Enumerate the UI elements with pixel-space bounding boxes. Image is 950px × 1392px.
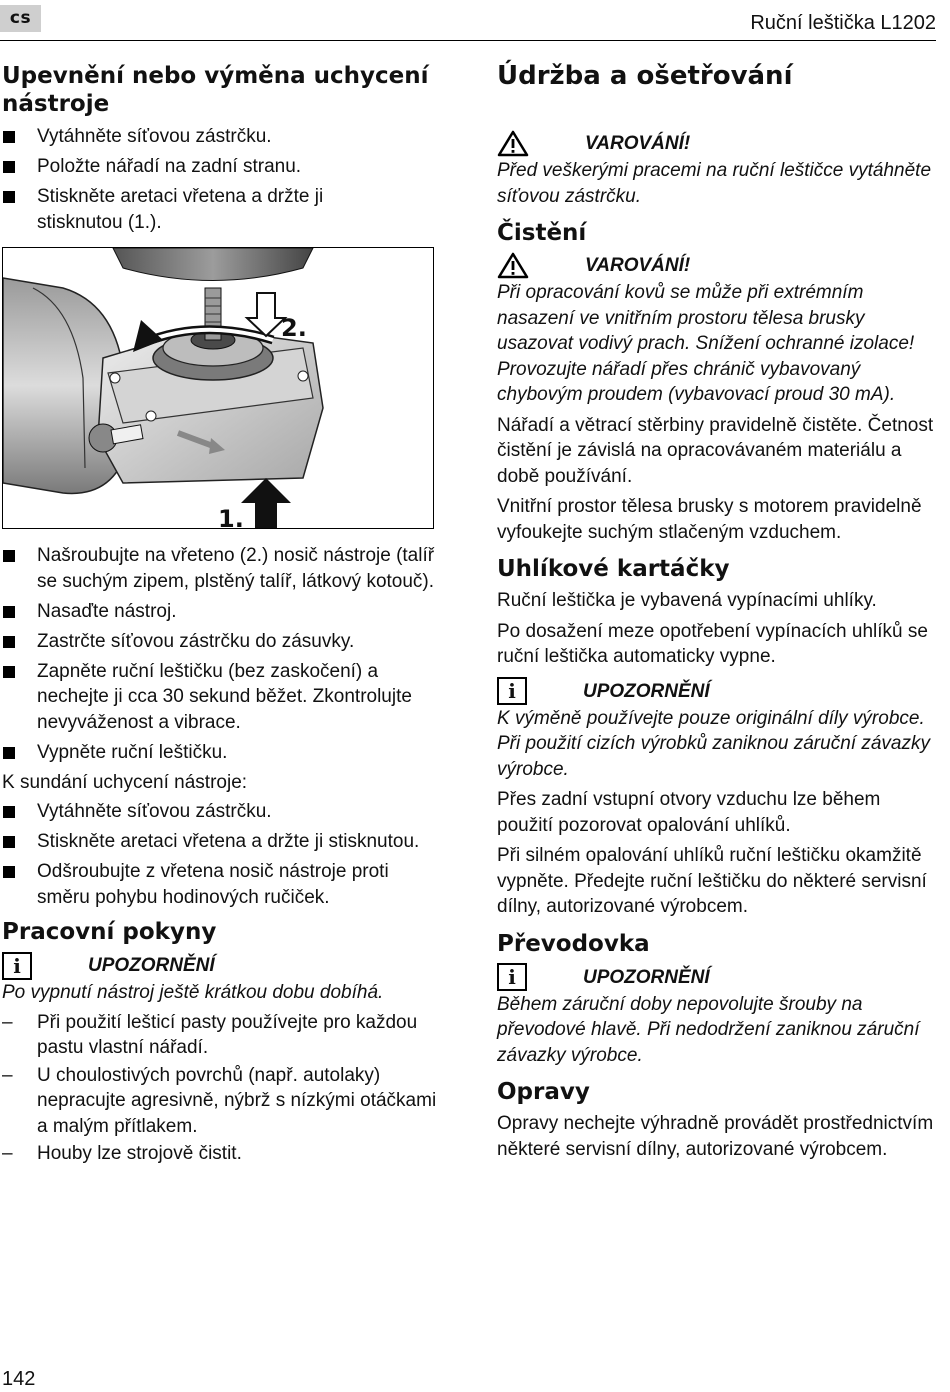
list-item: Nasaďte nástroj. [2,599,442,625]
notice-label: UPOZORNĚNÍ [88,955,215,976]
document-title: Ruční leštička L1202 [750,12,936,34]
warning-header: VAROVÁNÍ! [497,252,935,279]
paragraph: Opravy nechejte výhradně provádět prostř… [497,1113,934,1160]
list-item: Vytáhněte síťovou zástrčku. [2,124,442,150]
section-title-gearbox: Převodovka [497,930,650,957]
figure-label-step2: 2. [281,314,307,342]
language-badge: cs [0,5,41,32]
paragraph: Při silném opalování uhlíků ruční leštič… [497,845,927,917]
removal-steps-list: Vytáhněte síťovou zástrčku. Stiskněte ar… [2,799,442,910]
left-column: Upevnění nebo výměna uchycení nástroje V… [2,60,442,1169]
steps-before-list: Vytáhněte síťovou zástrčku. Položte nářa… [2,124,442,235]
tips-list: Při použití lešticí pasty používejte pro… [2,1010,442,1167]
list-item: Našroubujte na vřeteno (2.) nosič nástro… [2,543,442,594]
list-item: Zapněte ruční leštičku (bez zaskočení) a… [2,659,442,736]
section-title-maintenance: Údržba a ošetřování [497,61,793,91]
list-item: Stiskněte aretaci vřetena a držte ji sti… [2,184,442,235]
paragraph: Vnitřní prostor tělesa brusky s motorem … [497,496,922,543]
list-item: Stiskněte aretaci vřetena a držte ji sti… [2,829,442,855]
list-item: Vytáhněte síťovou zástrčku. [2,799,442,825]
notice-label: UPOZORNĚNÍ [583,680,710,702]
warning-text: Při opracování kovů se může při extrémní… [497,282,915,405]
list-item: Houby lze strojově čistit. [2,1141,442,1167]
warning-text: Před veškerými pracemi na ruční leštičce… [497,160,932,207]
list-item: Odšroubujte z vřetena nosič nástroje pro… [2,859,442,910]
notice-label: UPOZORNĚNÍ [583,966,710,988]
removal-intro: K sundání uchycení nástroje: [2,771,248,793]
notice-header: i UPOZORNĚNÍ [497,963,935,991]
warning-header: VAROVÁNÍ! [497,130,935,157]
paragraph: Po dosažení meze opotřebení vypínacích u… [497,620,928,668]
warning-label: VAROVÁNÍ! [585,133,691,154]
info-icon: i [2,951,32,980]
paragraph: Ruční leštička je vybavená vypínacími uh… [497,590,877,611]
section-title-cleaning: Čistění [497,220,587,246]
section-title-work-instructions: Pracovní pokyny [2,919,217,945]
header-divider [0,40,936,41]
list-item: U choulostivých povrchů (např. autolaky)… [2,1063,442,1140]
notice-header: i UPOZORNĚNÍ [2,951,442,980]
paragraph: Nářadí a větrací stěrbiny pravidelně čis… [497,414,934,487]
list-item: Vypněte ruční leštičku. [2,740,442,766]
info-icon: i [497,963,527,991]
paragraph: Přes zadní vstupní otvory vzduchu lze bě… [497,789,881,836]
right-column: Údržba a ošetřování VAROVÁNÍ! Před veške… [497,60,935,1162]
notice-text: K výměně používejte pouze originální díl… [497,707,930,780]
section-title-repairs: Opravy [497,1079,590,1105]
section-title-tool-mount: Upevnění nebo výměna uchycení nástroje [2,63,429,117]
info-icon: i [497,677,527,705]
notice-header: i UPOZORNĚNÍ [497,677,935,705]
figure-label-step1: 1. [218,505,244,529]
list-item: Zastrčte síťovou zástrčku do zásuvky. [2,629,442,655]
spindle-lock-illustration: 2. 1. [2,247,434,529]
warning-triangle-icon [497,252,529,279]
steps-after-list: Našroubujte na vřeteno (2.) nosič nástro… [2,543,442,765]
list-item: Při použití lešticí pasty používejte pro… [2,1010,442,1061]
notice-text: Po vypnutí nástroj ještě krátkou dobu do… [2,982,384,1003]
page-number: 142 [2,1368,36,1390]
warning-label: VAROVÁNÍ! [585,255,691,276]
notice-text: Během záruční doby nepovolujte šrouby na… [497,993,920,1066]
warning-triangle-icon [497,130,529,157]
polisher-drawing [3,248,324,528]
list-item: Položte nářadí na zadní stranu. [2,154,442,180]
section-title-carbon-brushes: Uhlíkové kartáčky [497,556,730,582]
